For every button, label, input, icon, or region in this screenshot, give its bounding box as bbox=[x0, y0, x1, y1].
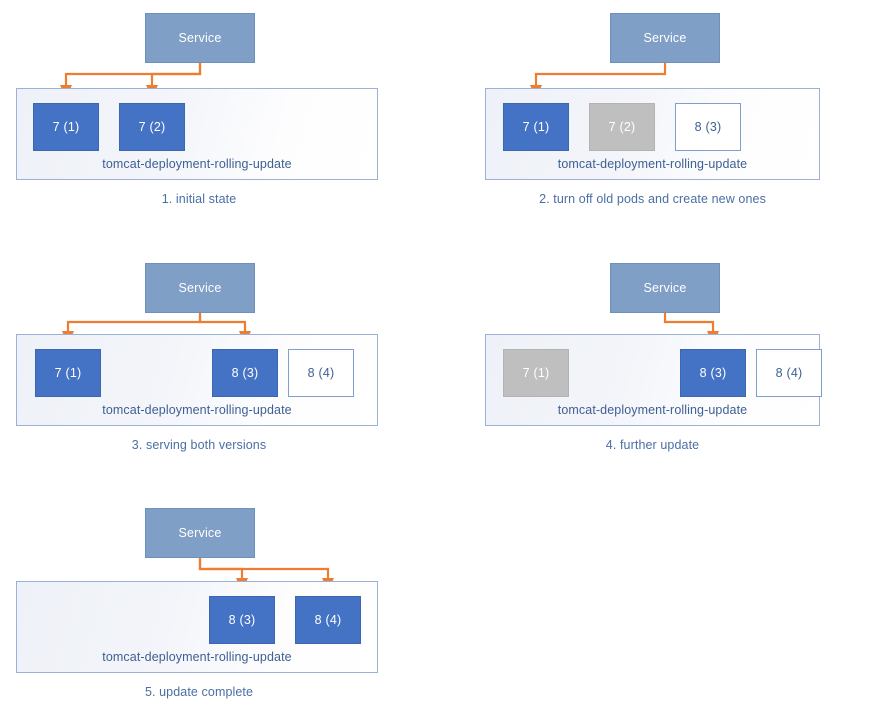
service-label: Service bbox=[178, 281, 222, 295]
deployment-name-label: tomcat-deployment-rolling-update bbox=[102, 650, 292, 664]
pod-8-4[interactable]: 8 (4) bbox=[295, 596, 361, 644]
pod-label: 8 (3) bbox=[228, 613, 256, 627]
panel-caption: 4. further update bbox=[605, 438, 700, 452]
panel-further-update: Service tomcat-deployment-rolling-update… bbox=[435, 250, 870, 465]
panel-update-complete: Service tomcat-deployment-rolling-update… bbox=[0, 495, 435, 718]
pod-8-4[interactable]: 8 (4) bbox=[756, 349, 822, 397]
panel-turn-off-old-pods: Service tomcat-deployment-rolling-update… bbox=[435, 0, 870, 220]
pod-label: 8 (3) bbox=[699, 366, 727, 380]
pod-label: 7 (1) bbox=[522, 120, 550, 134]
service-label: Service bbox=[178, 526, 222, 540]
pod-label: 7 (1) bbox=[522, 366, 550, 380]
pod-label: 7 (2) bbox=[608, 120, 636, 134]
service-box[interactable]: Service bbox=[610, 263, 720, 313]
service-box[interactable]: Service bbox=[145, 263, 255, 313]
panel-caption: 3. serving both versions bbox=[131, 438, 267, 452]
deployment-name-label: tomcat-deployment-rolling-update bbox=[557, 157, 748, 171]
service-box[interactable]: Service bbox=[610, 13, 720, 63]
pod-label: 7 (1) bbox=[52, 120, 80, 134]
pod-7-1[interactable]: 7 (1) bbox=[503, 349, 569, 397]
pod-7-1[interactable]: 7 (1) bbox=[35, 349, 101, 397]
pod-7-2[interactable]: 7 (2) bbox=[119, 103, 185, 151]
panel-initial-state: Service tomcat-deployment-rolling-update… bbox=[0, 0, 435, 220]
service-box[interactable]: Service bbox=[145, 13, 255, 63]
pod-label: 8 (3) bbox=[231, 366, 259, 380]
service-label: Service bbox=[643, 31, 687, 45]
service-label: Service bbox=[643, 281, 687, 295]
deployment-name-label: tomcat-deployment-rolling-update bbox=[102, 403, 292, 417]
pod-7-2[interactable]: 7 (2) bbox=[589, 103, 655, 151]
pod-label: 7 (1) bbox=[54, 366, 82, 380]
pod-8-3[interactable]: 8 (3) bbox=[212, 349, 278, 397]
pod-8-3[interactable]: 8 (3) bbox=[209, 596, 275, 644]
deployment-name-label: tomcat-deployment-rolling-update bbox=[102, 157, 292, 171]
pod-label: 8 (3) bbox=[694, 120, 722, 134]
pod-8-3[interactable]: 8 (3) bbox=[675, 103, 741, 151]
service-label: Service bbox=[178, 31, 222, 45]
pod-7-1[interactable]: 7 (1) bbox=[503, 103, 569, 151]
deployment-name-label: tomcat-deployment-rolling-update bbox=[557, 403, 748, 417]
service-box[interactable]: Service bbox=[145, 508, 255, 558]
pod-label: 7 (2) bbox=[138, 120, 166, 134]
pod-label: 8 (4) bbox=[775, 366, 803, 380]
panel-caption: 5. update complete bbox=[144, 685, 254, 699]
panel-caption: 1. initial state bbox=[161, 192, 237, 206]
panel-serving-both-versions: Service tomcat-deployment-rolling-update… bbox=[0, 250, 435, 465]
pod-7-1[interactable]: 7 (1) bbox=[33, 103, 99, 151]
pod-8-3[interactable]: 8 (3) bbox=[680, 349, 746, 397]
pod-label: 8 (4) bbox=[314, 613, 342, 627]
pod-label: 8 (4) bbox=[307, 366, 335, 380]
panel-caption: 2. turn off old pods and create new ones bbox=[539, 192, 766, 206]
pod-8-4[interactable]: 8 (4) bbox=[288, 349, 354, 397]
